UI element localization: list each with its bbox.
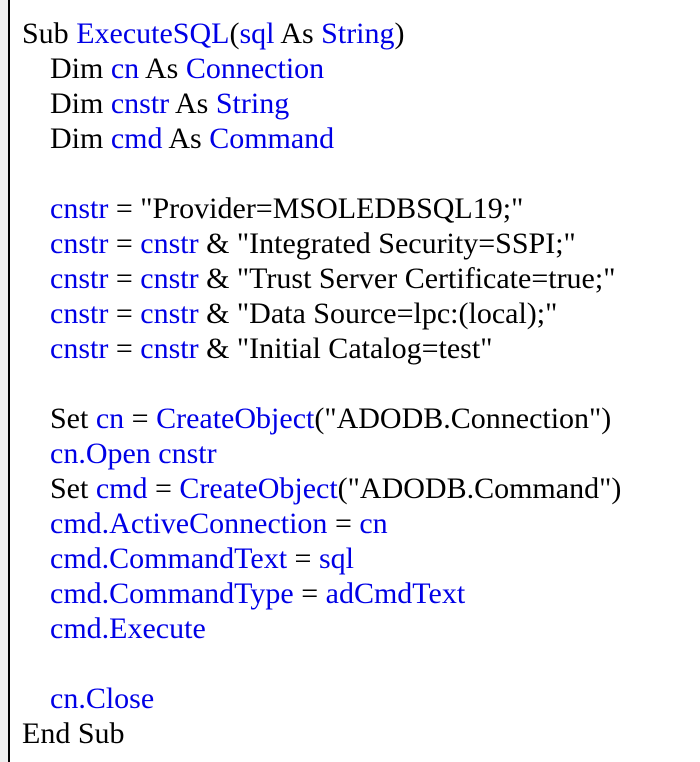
code-token-identifier: sql [318, 542, 354, 575]
code-token-plain: = [108, 262, 141, 295]
code-token-identifier: String [215, 87, 290, 120]
code-token-identifier: cnstr [50, 227, 109, 260]
code-token-plain: & "Trust Server Certificate=true;" [198, 262, 616, 295]
code-token-plain: Set [50, 402, 96, 435]
code-token-plain: = [287, 542, 319, 575]
code-token-identifier: cnstr [50, 192, 109, 225]
code-token-plain: Set [50, 472, 96, 505]
code-token-plain: End Sub [22, 717, 125, 750]
code-line [10, 646, 700, 681]
code-token-plain: As [274, 17, 322, 50]
code-line: cmd.CommandType = adCmdText [10, 576, 700, 611]
code-token-identifier: cn [95, 402, 125, 435]
code-token-identifier: cnstr [140, 297, 199, 330]
code-token-identifier: sql [239, 17, 275, 50]
code-line: Dim cmd As Command [10, 121, 700, 156]
code-token-identifier: cnstr [50, 262, 109, 295]
code-line: cmd.ActiveConnection = cn [10, 506, 700, 541]
code-token-identifier: String [321, 17, 395, 50]
code-line [10, 156, 700, 191]
code-token-plain: = [147, 472, 180, 505]
code-token-plain: Sub [22, 17, 77, 50]
code-token-plain: & "Integrated Security=SSPI;" [198, 227, 576, 260]
code-token-plain: = [108, 297, 141, 330]
code-token-plain: = "Provider=MSOLEDBSQL19;" [108, 192, 524, 225]
code-token-plain: As [162, 122, 210, 155]
code-token-identifier: cmd.ActiveConnection [50, 507, 328, 540]
left-gutter [0, 0, 8, 762]
code-token-identifier: cn.Close [50, 682, 155, 715]
code-line: cmd.Execute [10, 611, 700, 646]
code-token-identifier: Connection [185, 52, 325, 85]
code-line: Dim cn As Connection [10, 51, 700, 86]
code-block: Sub ExecuteSQL(sql As String)Dim cn As C… [10, 16, 700, 751]
left-border-line [8, 0, 10, 762]
code-token-identifier: cmd.Execute [50, 612, 206, 645]
code-token-plain: Dim [50, 52, 111, 85]
code-line: cn.Close [10, 681, 700, 716]
code-token-plain: ) [394, 17, 405, 50]
code-token-identifier: cnstr [140, 262, 199, 295]
code-token-plain: ( [229, 17, 240, 50]
code-token-plain: Dim [50, 122, 111, 155]
code-line [10, 366, 700, 401]
code-token-identifier: cmd [95, 472, 148, 505]
code-token-identifier: ExecuteSQL [76, 17, 230, 50]
code-line: cnstr = cnstr & "Initial Catalog=test" [10, 331, 700, 366]
code-token-identifier: cnstr [140, 227, 199, 260]
code-token-plain: = [108, 332, 141, 365]
code-token-identifier: CreateObject [156, 402, 315, 435]
code-token-identifier: cnstr [50, 332, 109, 365]
code-token-plain: Dim [50, 87, 111, 120]
code-line: cmd.CommandText = sql [10, 541, 700, 576]
code-token-plain: = [293, 577, 326, 610]
code-token-identifier: cmd.CommandText [50, 542, 288, 575]
code-token-plain: = [327, 507, 360, 540]
code-line: Dim cnstr As String [10, 86, 700, 121]
code-token-identifier: cn [110, 52, 140, 85]
code-token-identifier: cn [359, 507, 388, 540]
code-line: cn.Open cnstr [10, 436, 700, 471]
code-token-identifier: adCmdText [325, 577, 466, 610]
code-token-identifier: cmd [110, 122, 163, 155]
code-token-identifier: cnstr [50, 297, 109, 330]
code-line: cnstr = cnstr & "Data Source=lpc:(local)… [10, 296, 700, 331]
code-token-plain: = [124, 402, 157, 435]
code-line: cnstr = cnstr & "Integrated Security=SSP… [10, 226, 700, 261]
code-token-identifier: cn.Open cnstr [50, 437, 217, 470]
code-token-plain: ("ADODB.Command") [337, 472, 622, 505]
code-line: Sub ExecuteSQL(sql As String) [10, 16, 700, 51]
code-token-plain: = [108, 227, 141, 260]
code-token-identifier: Command [209, 122, 335, 155]
code-line: Set cmd = CreateObject("ADODB.Command") [10, 471, 700, 506]
code-token-identifier: cnstr [140, 332, 199, 365]
code-line: Set cn = CreateObject("ADODB.Connection"… [10, 401, 700, 436]
code-token-identifier: cmd.CommandType [50, 577, 294, 610]
code-line: cnstr = "Provider=MSOLEDBSQL19;" [10, 191, 700, 226]
code-token-plain: & "Data Source=lpc:(local);" [198, 297, 558, 330]
code-token-plain: & "Initial Catalog=test" [198, 332, 493, 365]
code-line: End Sub [10, 716, 700, 751]
code-token-identifier: CreateObject [179, 472, 338, 505]
code-token-plain: ("ADODB.Connection") [314, 402, 612, 435]
code-token-identifier: cnstr [110, 87, 170, 120]
code-token-plain: As [169, 87, 216, 120]
code-token-plain: As [139, 52, 186, 85]
code-line: cnstr = cnstr & "Trust Server Certificat… [10, 261, 700, 296]
